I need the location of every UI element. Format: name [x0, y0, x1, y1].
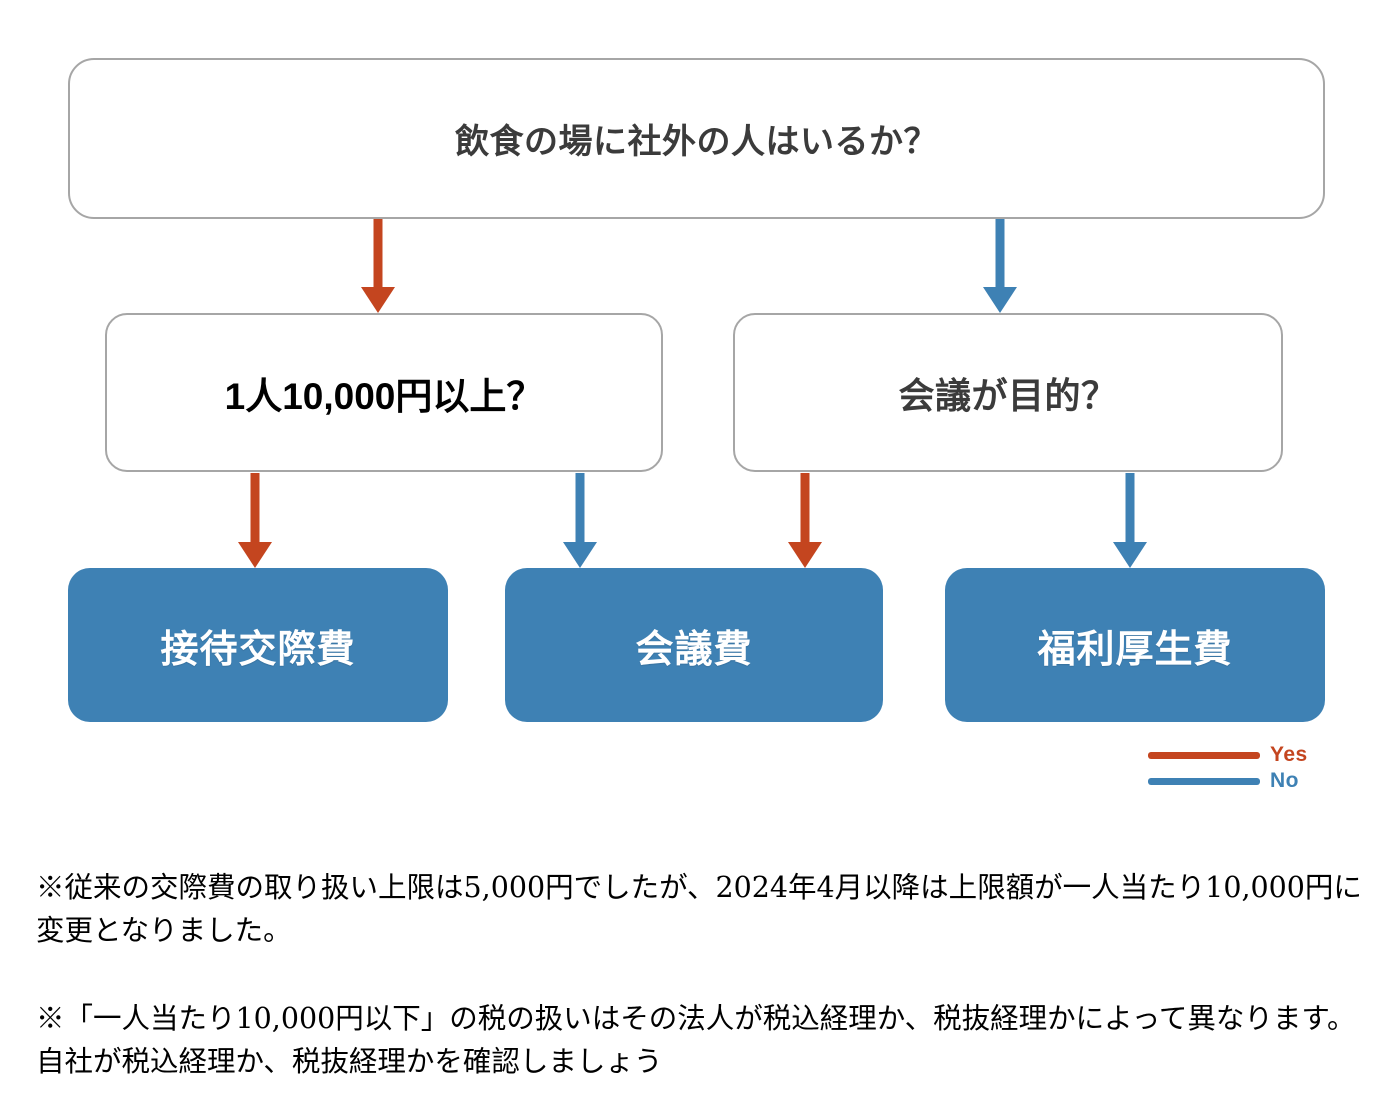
arrow-no-left-to-meeting	[560, 473, 600, 568]
legend-label-no: No	[1270, 769, 1299, 792]
arrow-yes-root-to-left	[358, 219, 398, 313]
legend-line-yes-icon	[1148, 751, 1260, 759]
arrow-yes-left-to-entertainment	[235, 473, 275, 568]
arrow-shaft	[575, 473, 585, 542]
result-label: 会議費	[635, 628, 753, 671]
right-decision-label: 会議が目的？	[898, 374, 1118, 416]
arrow-head-down-icon	[563, 542, 597, 568]
root-question-label: 飲食の場に社外の人はいるか？	[455, 123, 938, 161]
arrow-no-root-to-right	[980, 219, 1020, 313]
root-question-node[interactable]: 飲食の場に社外の人はいるか？	[68, 58, 1325, 219]
arrow-head-down-icon	[1113, 542, 1147, 568]
result-label: 福利厚生費	[1037, 628, 1233, 671]
arrow-head-down-icon	[361, 287, 395, 313]
result-node-entertainment[interactable]: 接待交際費	[68, 568, 448, 722]
arrow-shaft	[373, 219, 383, 287]
legend-line-no-icon	[1148, 777, 1260, 785]
arrow-shaft	[1125, 473, 1135, 542]
decision-flowchart: 飲食の場に社外の人はいるか？ 1人10,000円以上？ 会議が目的？ 接待交	[68, 58, 1338, 794]
right-decision-node[interactable]: 会議が目的？	[733, 313, 1283, 472]
footnote-2: ※「一人当たり10,000円以下」の税の扱いはその法人が税込経理か、税抜経理かに…	[36, 1001, 1356, 1078]
arrow-head-down-icon	[238, 542, 272, 568]
result-node-welfare[interactable]: 福利厚生費	[945, 568, 1325, 722]
arrow-no-right-to-welfare	[1110, 473, 1150, 568]
arrow-head-down-icon	[788, 542, 822, 568]
left-decision-label: 1人10,000円以上？	[224, 375, 544, 417]
footnote-1: ※従来の交際費の取り扱い上限は5,000円でしたが、2024年4月以降は上限額が…	[36, 871, 1362, 948]
footnotes: ※従来の交際費の取り扱い上限は5,000円でしたが、2024年4月以降は上限額が…	[36, 866, 1366, 1083]
arrow-shaft	[800, 473, 810, 542]
legend-label-yes: Yes	[1270, 743, 1308, 766]
legend-row-yes: Yes	[1148, 742, 1338, 768]
left-decision-node[interactable]: 1人10,000円以上？	[105, 313, 663, 472]
arrow-shaft	[250, 473, 260, 542]
arrow-head-down-icon	[983, 287, 1017, 313]
legend-row-no: No	[1148, 768, 1338, 794]
arrow-yes-right-to-meeting	[785, 473, 825, 568]
arrow-shaft	[995, 219, 1005, 287]
result-label: 接待交際費	[160, 628, 356, 671]
legend: Yes No	[1148, 742, 1338, 794]
result-node-meeting[interactable]: 会議費	[505, 568, 883, 722]
